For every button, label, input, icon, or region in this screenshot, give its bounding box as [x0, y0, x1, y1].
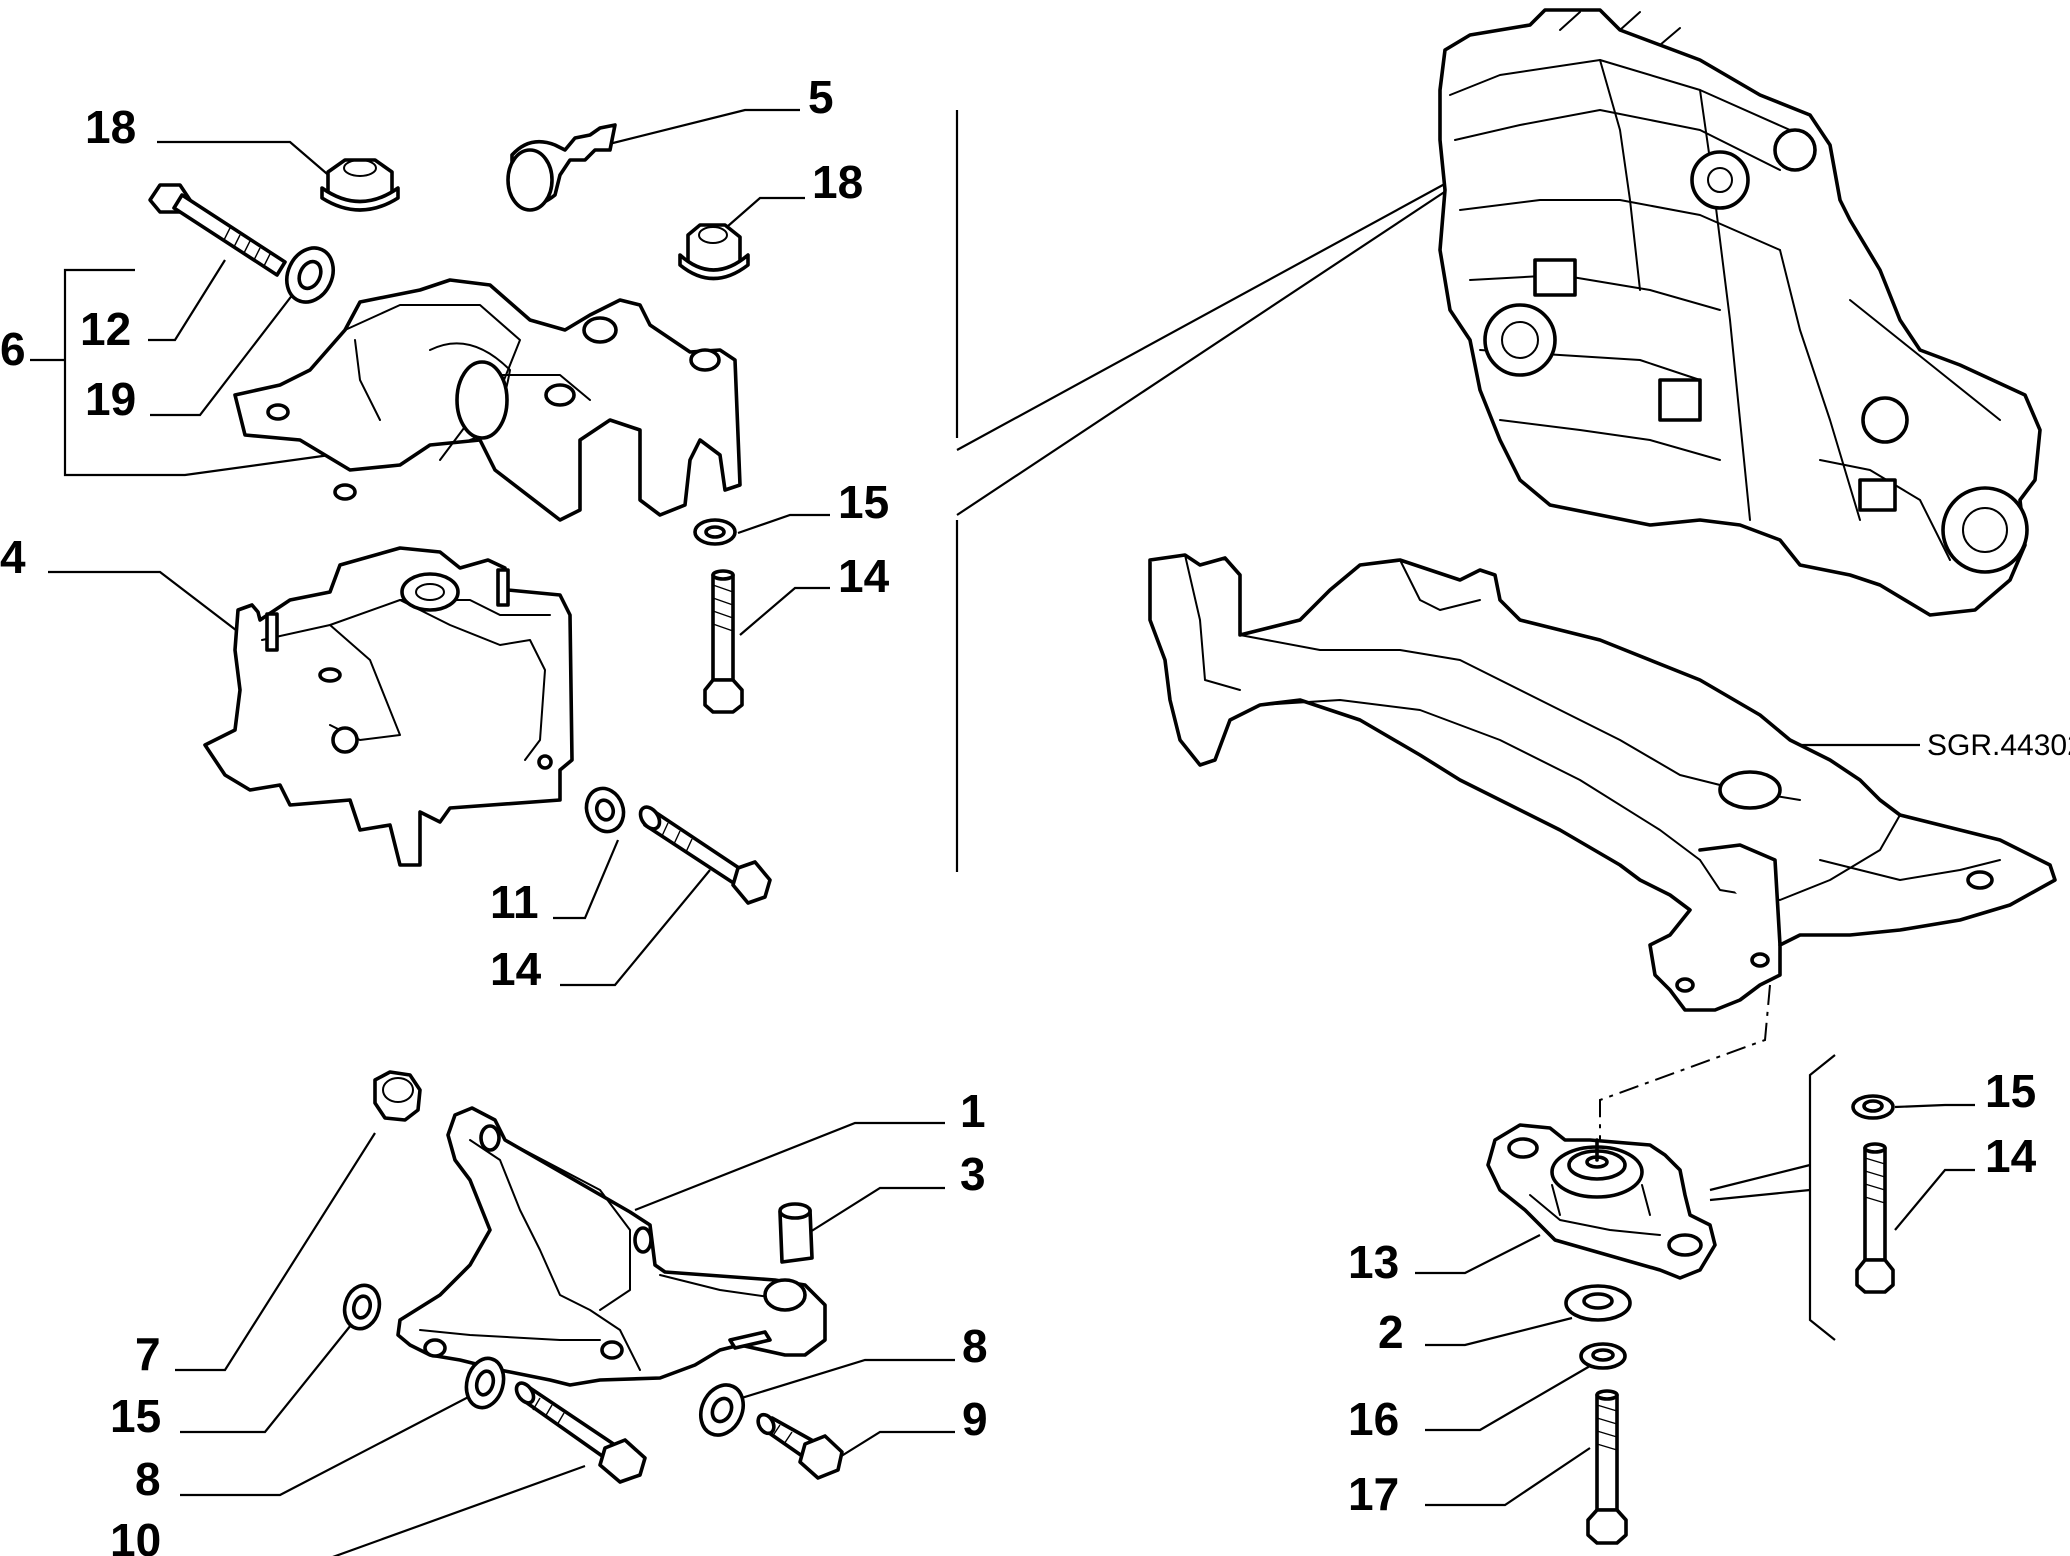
bolt-14-right: [1855, 1142, 1895, 1294]
callout-18: 18: [85, 101, 136, 153]
callout-13: 13: [1348, 1236, 1399, 1288]
nut-18-left: [320, 158, 400, 212]
washer-15-lower: [342, 1283, 382, 1331]
engine-mount-4: [203, 546, 574, 867]
reference-code: SGR.44302: [1927, 729, 2070, 762]
washer-15-upper: [693, 518, 737, 546]
callout-17: 17: [1348, 1468, 1399, 1520]
callout-14: 14: [1985, 1130, 2037, 1182]
upper-mount-6: [233, 278, 742, 522]
bolt-12: [148, 183, 287, 277]
callout-8: 8: [135, 1453, 161, 1505]
washer-16: [1579, 1342, 1627, 1370]
bracket-1: [396, 1106, 827, 1387]
washer-8-right: [699, 1383, 745, 1437]
callout-15: 15: [110, 1390, 161, 1442]
callout-10: 10: [110, 1514, 161, 1556]
washer-8-left: [464, 1356, 506, 1410]
spacer-3: [778, 1202, 814, 1264]
callout-4: 4: [0, 531, 26, 583]
stud-5: [506, 123, 617, 212]
bolt-14-upper: [703, 569, 744, 714]
callout-8: 8: [962, 1320, 988, 1372]
washer-19: [285, 246, 335, 304]
callout-15: 15: [838, 476, 889, 528]
callout-3: 3: [960, 1148, 986, 1200]
callout-5: 5: [808, 71, 834, 123]
callout-11: 11: [490, 876, 539, 928]
callout-12: 12: [80, 303, 131, 355]
washer-2: [1564, 1284, 1632, 1322]
callout-9: 9: [962, 1393, 988, 1445]
nut-7: [373, 1070, 422, 1122]
bolt-9: [756, 1412, 844, 1480]
washer-15-right: [1851, 1094, 1895, 1120]
leader-lines: [30, 108, 1975, 1556]
washer-11: [584, 786, 626, 834]
callout-19: 19: [85, 373, 136, 425]
callout-6: 6: [0, 323, 26, 375]
callout-2: 2: [1378, 1306, 1404, 1358]
callout-7: 7: [135, 1328, 161, 1380]
subframe-crossmember: [1148, 553, 2057, 1012]
bolt-10: [514, 1381, 647, 1484]
callout-14: 14: [838, 550, 890, 602]
callout-14: 14: [490, 943, 542, 995]
rear-mount-13: [1486, 1123, 1717, 1280]
bolt-17: [1586, 1389, 1628, 1545]
callout-16: 16: [1348, 1393, 1399, 1445]
callout-1: 1: [960, 1085, 986, 1137]
engine-gearbox-assembly: [1438, 8, 2042, 617]
callout-18: 18: [812, 156, 863, 208]
callout-labels: 18 5 18 6 12 19 15 14 4 11 14 1 3 7 15 8…: [0, 71, 2037, 1556]
nut-18-right: [678, 223, 750, 281]
bolt-14-middle: [638, 805, 772, 905]
callout-15: 15: [1985, 1065, 2036, 1117]
